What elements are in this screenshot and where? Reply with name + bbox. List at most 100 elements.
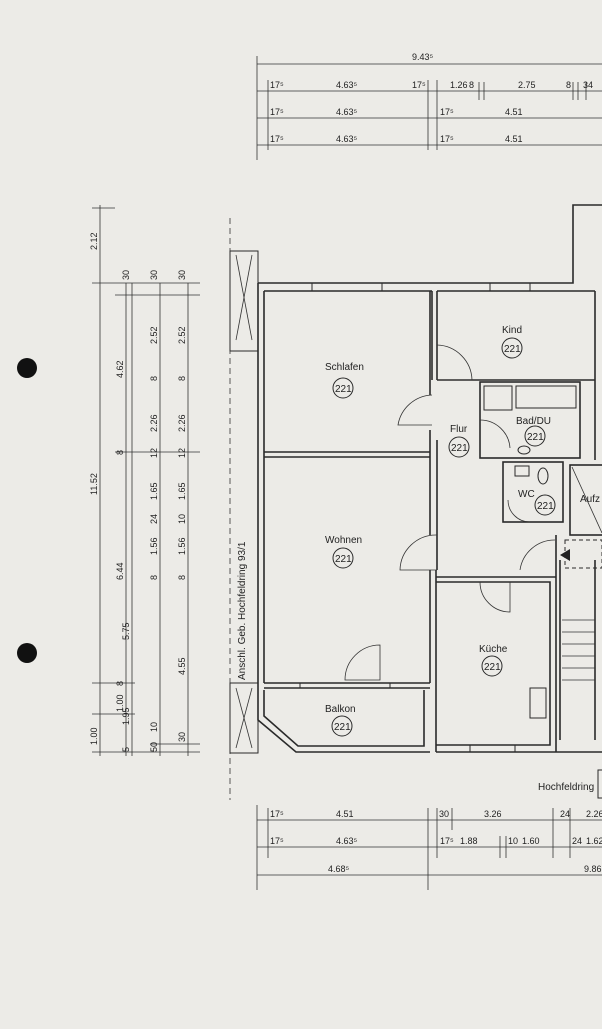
- dim-bot-r3-b: 9.86: [584, 864, 602, 874]
- room-num-schlafen: 221: [335, 384, 352, 395]
- dim-left-c4-e: 12: [149, 448, 159, 458]
- dim-top-r1-b: 4.63⁵: [336, 80, 358, 90]
- top-dimension-chains: 9.43⁵ 17⁵ 4.63⁵ 17⁵ 1.26 8 2.75 8 34 17⁵…: [256, 52, 602, 160]
- dim-left-c3-a: 30: [121, 270, 131, 280]
- dim-left-c5-g: 10: [177, 514, 187, 524]
- punch-hole-bottom: [17, 643, 37, 663]
- adjacent-building-label: Anschl. Geb. Hochfeldring 93/1: [237, 541, 248, 680]
- dim-left-c4-k: 50: [149, 742, 159, 752]
- dim-bot-r1-f: 2.26: [586, 809, 602, 819]
- dim-left-c4-a: 30: [149, 270, 159, 280]
- dim-top-r3-b: 4.63⁵: [336, 134, 358, 144]
- dim-bot-r2-b: 4.63⁵: [336, 836, 358, 846]
- dim-top-r3-d: 4.51: [505, 134, 523, 144]
- dim-bot-r1-e: 24: [560, 809, 570, 819]
- dim-left-c2-c: 6.44: [115, 562, 125, 580]
- dim-top-r1-c: 17⁵: [412, 80, 426, 90]
- dim-left-c5-c: 8: [177, 376, 187, 381]
- dim-left-c2-e: 1.00: [115, 694, 125, 712]
- room-num-wc: 221: [537, 501, 554, 512]
- dim-left-c4-b: 2.52: [149, 326, 159, 344]
- dim-left-c5-e: 12: [177, 448, 187, 458]
- dim-bot-r2-g: 24: [572, 836, 582, 846]
- dim-left-c2-d: 8: [115, 681, 125, 686]
- room-num-flur: 221: [451, 443, 468, 454]
- dim-bot-r1-c: 30: [439, 809, 449, 819]
- dim-top-r2-d: 4.51: [505, 107, 523, 117]
- street-label: Hochfeldring: [538, 782, 594, 793]
- room-name-kueche: Küche: [479, 644, 508, 655]
- dim-top-r2-c: 17⁵: [440, 107, 454, 117]
- dim-left-c4-i: 8: [149, 575, 159, 580]
- dim-left-c4-f: 1.65: [149, 482, 159, 500]
- dim-left-c5-i: 8: [177, 575, 187, 580]
- dim-left-c3-c: 1.95: [121, 707, 131, 725]
- room-num-balkon: 221: [334, 722, 351, 733]
- room-num-kueche: 221: [484, 662, 501, 673]
- dim-bot-r2-c: 17⁵: [440, 836, 454, 846]
- dim-top-r1-d: 1.26: [450, 80, 468, 90]
- dim-left-c4-g: 24: [149, 514, 159, 524]
- room-name-wohnen: Wohnen: [325, 535, 362, 546]
- dim-left-c3-d: 5: [121, 747, 131, 752]
- dim-left-c4-c: 8: [149, 376, 159, 381]
- dim-bot-r1-a: 17⁵: [270, 809, 284, 819]
- dim-top-total: 9.43⁵: [412, 52, 434, 62]
- dim-left-c5-f: 1.65: [177, 482, 187, 500]
- room-name-balkon: Balkon: [325, 704, 356, 715]
- dim-left-c4-h: 1.56: [149, 537, 159, 555]
- dim-left-c1-a: 2.12: [89, 232, 99, 250]
- dim-left-c5-k: 30: [177, 732, 187, 742]
- room-name-aufzug: Aufz: [580, 494, 600, 505]
- dim-bot-r2-e: 10: [508, 836, 518, 846]
- room-wohnen: Wohnen 221: [325, 535, 362, 569]
- dim-bot-r1-b: 4.51: [336, 809, 354, 819]
- dim-left-c4-d: 2.26: [149, 414, 159, 432]
- room-num-bad: 221: [527, 432, 544, 443]
- room-bad: Bad/DU 221: [516, 416, 551, 447]
- dim-bot-r2-f: 1.60: [522, 836, 540, 846]
- dim-left-c2-a: 4.62: [115, 360, 125, 378]
- dim-top-r1-h: 34: [583, 80, 593, 90]
- dim-left-c5-h: 1.56: [177, 537, 187, 555]
- dim-bot-r2-h: 1.62: [586, 836, 602, 846]
- room-num-kind: 221: [504, 344, 521, 355]
- dim-bot-r3-a: 4.68⁵: [328, 864, 350, 874]
- dim-left-c3-b: 5.75: [121, 622, 131, 640]
- dim-top-r2-a: 17⁵: [270, 107, 284, 117]
- dim-left-c5-d: 2.26: [177, 414, 187, 432]
- room-name-schlafen: Schlafen: [325, 362, 364, 373]
- dim-bot-r2-a: 17⁵: [270, 836, 284, 846]
- room-name-kind: Kind: [502, 325, 522, 336]
- dim-top-r3-a: 17⁵: [270, 134, 284, 144]
- punch-hole-top: [17, 358, 37, 378]
- room-kueche: Küche 221: [479, 644, 508, 677]
- room-num-wohnen: 221: [335, 554, 352, 565]
- dim-top-r1-f: 2.75: [518, 80, 536, 90]
- dim-left-c5-j: 4.55: [177, 657, 187, 675]
- room-schlafen: Schlafen 221: [325, 362, 364, 399]
- dim-bot-r1-d: 3.26: [484, 809, 502, 819]
- dim-left-c1-c: 1.00: [89, 727, 99, 745]
- dim-top-r2-b: 4.63⁵: [336, 107, 358, 117]
- dim-top-r1-e: 8: [469, 80, 474, 90]
- room-name-flur: Flur: [450, 424, 468, 435]
- dim-top-r1-g: 8: [566, 80, 571, 90]
- room-wc: WC 221: [518, 489, 556, 516]
- dim-left-c2-b: 8: [115, 450, 125, 455]
- doors: [344, 344, 556, 681]
- dim-left-c5-b: 2.52: [177, 326, 187, 344]
- dim-left-c5-a: 30: [177, 270, 187, 280]
- dim-top-r3-c: 17⁵: [440, 134, 454, 144]
- bottom-dimension-chains: 17⁵ 4.51 30 3.26 24 2.26 17⁵ 4.63⁵ 17⁵ 1…: [256, 805, 602, 890]
- stair-arrow-icon: [560, 549, 570, 561]
- dim-left-c4-j: 10: [149, 722, 159, 732]
- walls: [229, 204, 602, 754]
- room-flur: Flur 221: [448, 424, 470, 458]
- room-name-wc: WC: [518, 489, 535, 500]
- left-dimension-chains: 2.12 11.52 1.00 4.62 8 6.44 8 1.00 30 5.…: [89, 205, 200, 756]
- dim-bot-r2-d: 1.88: [460, 836, 478, 846]
- dim-top-r1-a: 17⁵: [270, 80, 284, 90]
